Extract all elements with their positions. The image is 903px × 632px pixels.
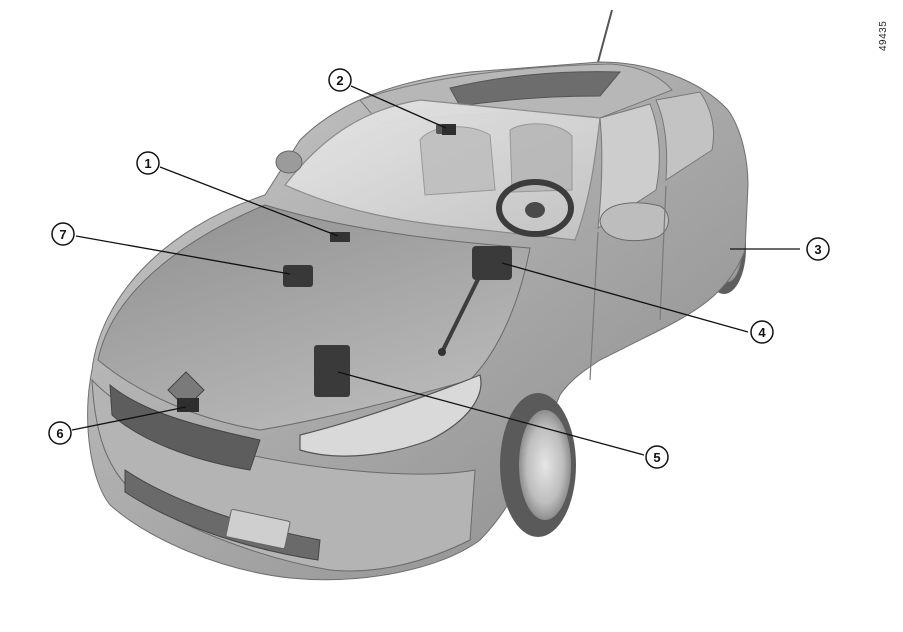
right-door-mirror	[599, 202, 669, 242]
component-2	[442, 124, 456, 135]
left-door-mirror	[275, 150, 303, 174]
front-grille	[109, 383, 261, 471]
interior-seats	[419, 123, 573, 196]
right-headlight	[299, 374, 482, 457]
front-wheel	[500, 393, 576, 537]
antenna	[597, 9, 613, 63]
licence-plate	[225, 508, 291, 550]
callout-lines	[71, 85, 800, 456]
callout-5: 5	[645, 445, 669, 469]
component-5	[314, 345, 350, 397]
callout-7: 7	[51, 222, 75, 246]
callout-2: 2	[328, 68, 352, 92]
sunroof	[449, 71, 622, 107]
component-1	[330, 232, 350, 242]
rear-side-window	[655, 91, 714, 181]
steering-wheel	[496, 179, 574, 237]
callout-label: 3	[814, 242, 821, 257]
steering-column-component	[438, 246, 512, 356]
door-lines	[589, 185, 667, 381]
callout-label: 6	[56, 426, 63, 441]
callout-3: 3	[806, 237, 830, 261]
component-7	[283, 265, 313, 287]
hood	[97, 204, 531, 431]
callout-6: 6	[48, 421, 72, 445]
callout-label: 1	[144, 156, 151, 171]
callout-label: 5	[653, 450, 660, 465]
callout-1: 1	[136, 151, 160, 175]
component-6	[177, 398, 199, 412]
callout-label: 7	[59, 227, 66, 242]
callout-label: 2	[336, 73, 343, 88]
callout-label: 4	[758, 325, 766, 340]
callout-4: 4	[750, 320, 774, 344]
